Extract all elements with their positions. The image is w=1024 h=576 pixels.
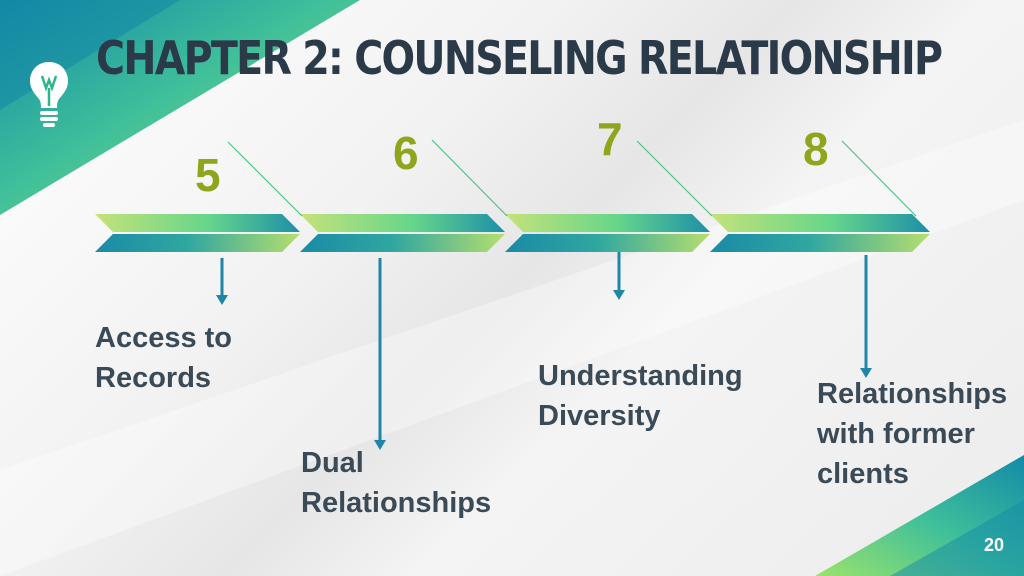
down-arrow [613,252,625,300]
down-arrow [374,258,386,450]
timeline-segment-top [300,214,505,232]
timeline-segment-bottom [505,234,710,252]
down-arrow [860,255,872,378]
timeline-segment-top [505,214,710,232]
milestone-label-dual-relationships: Dual Relationships [301,447,492,519]
milestone-number-7: 7 [597,113,623,165]
timeline-segment-top [710,214,930,232]
milestone-label-understanding-diversity: Understanding Diversity [538,360,743,432]
milestone-number-6: 6 [393,127,419,179]
timeline-segment-bottom [300,234,505,252]
lightbulb-icon [26,58,72,135]
timeline-bar [95,214,930,252]
page-title: CHAPTER 2: COUNSELING RELATIONSHIP [96,31,943,85]
page-number: 20 [983,535,1004,555]
timeline-segment-bottom [710,234,930,252]
callout-line [636,140,713,217]
callout-line [227,141,303,217]
milestone-label-access-to-records: Access to Records [95,322,233,394]
timeline-segment-bottom [95,234,300,252]
timeline-segment-top [95,214,300,232]
milestone-number-5: 5 [195,149,221,201]
down-arrow [216,258,228,305]
callout-line [431,139,508,217]
callout-line [841,140,917,217]
milestone-number-8: 8 [803,123,829,175]
milestone-label-relationships-former-clients: Relationships with former clients [817,378,1008,490]
